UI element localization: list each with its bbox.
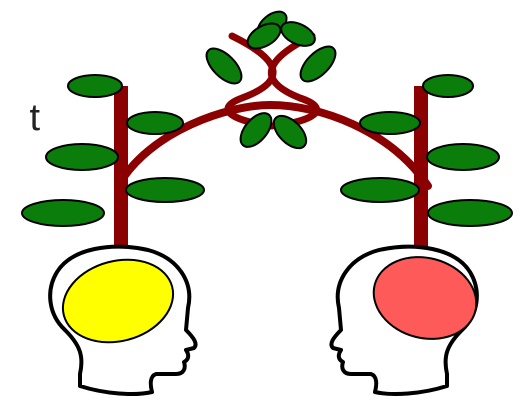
- leaf: [428, 200, 512, 226]
- leaf: [46, 144, 118, 170]
- leaf: [423, 75, 473, 97]
- left-leaves: [22, 75, 204, 226]
- leaf: [68, 75, 122, 97]
- left-trunk: [114, 86, 128, 264]
- right-trunk: [414, 86, 428, 264]
- leaf: [427, 144, 499, 170]
- leaf: [127, 112, 183, 134]
- leaf: [126, 178, 204, 202]
- leaf: [341, 178, 419, 202]
- leaf: [295, 41, 342, 88]
- leaf: [360, 112, 420, 134]
- leaf: [235, 108, 278, 153]
- leaf: [22, 200, 104, 226]
- leaf: [201, 43, 248, 90]
